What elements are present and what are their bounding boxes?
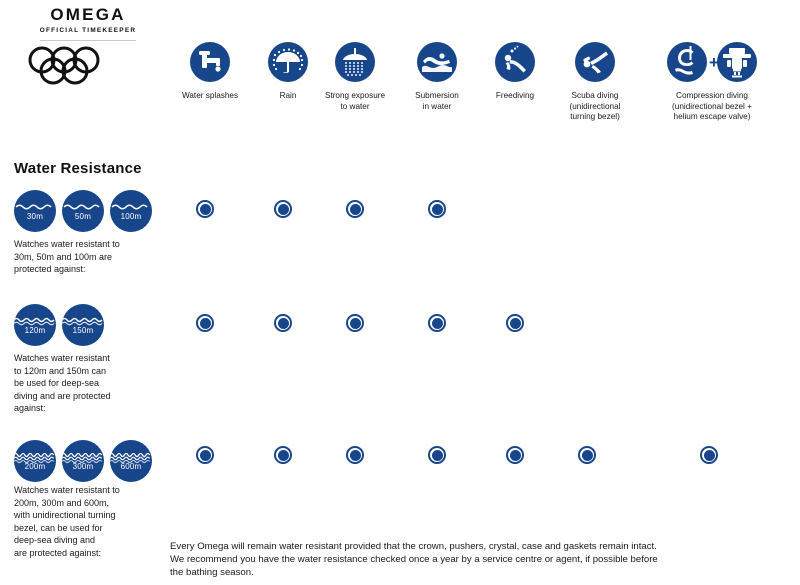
brand-divider [40, 39, 136, 41]
faucet-icon [178, 40, 242, 84]
depth-badge: 150m [62, 304, 104, 346]
support-dot [274, 200, 292, 218]
depth-value: 200m [24, 462, 46, 471]
support-dot [346, 446, 364, 464]
depth-badge: 120m [14, 304, 56, 346]
depth-badge: 100m [110, 190, 152, 232]
depth-badge: 50m [62, 190, 104, 232]
badge-group: 120m 150m [14, 304, 104, 346]
activity-label: Scuba diving (unidirectional turning bez… [569, 91, 621, 121]
badge-group: 200m 300m 600m [14, 440, 152, 482]
scuba-diver-icon [556, 40, 634, 84]
support-dot [700, 446, 718, 464]
diving-helmet-plus-chamber-icon: + [650, 40, 774, 84]
activity-label: Freediving [495, 91, 535, 100]
support-dot [346, 200, 364, 218]
depth-badge: 300m [62, 440, 104, 482]
depth-badge: 30m [14, 190, 56, 232]
depth-badge: 200m [14, 440, 56, 482]
support-dot [506, 446, 524, 464]
badge-group: 30m 50m 100m [14, 190, 152, 232]
support-dot [196, 446, 214, 464]
row-description: Watches water resistant to 120m and 150m… [14, 353, 111, 414]
support-dot [346, 314, 364, 332]
depth-badge: 600m [110, 440, 152, 482]
support-dot [196, 314, 214, 332]
footer-note: Every Omega will remain water resistant … [170, 541, 658, 579]
brand-subtitle: OFFICIAL TIMEKEEPER [39, 26, 137, 34]
activity-water-splashes: Water splashes [178, 40, 242, 102]
freediver-icon [483, 40, 547, 84]
depth-value: 150m [72, 326, 94, 335]
support-dot [578, 446, 596, 464]
row-description: Watches water resistant to 200m, 300m an… [14, 485, 120, 558]
depth-value: 600m [120, 462, 142, 471]
activity-header: Water splashes [0, 40, 800, 150]
activity-submersion: Submersion in water [405, 40, 469, 112]
shower-head-icon [322, 40, 388, 84]
brand-name: OMEGA [50, 5, 126, 24]
depth-value: 300m [72, 462, 94, 471]
support-dot [428, 200, 446, 218]
activity-scuba-diving: Scuba diving (unidirectional turning bez… [556, 40, 634, 123]
brand-block: OMEGA OFFICIAL TIMEKEEPER [28, 6, 148, 41]
depth-value: 100m [120, 212, 142, 221]
activity-rain: Rain [256, 40, 320, 102]
support-dot [428, 314, 446, 332]
swimmer-icon [405, 40, 469, 84]
activity-strong-exposure: Strong exposure to water [322, 40, 388, 112]
depth-value: 30m [26, 212, 44, 221]
support-dot [506, 314, 524, 332]
support-dot [196, 200, 214, 218]
umbrella-rain-icon [256, 40, 320, 84]
activity-label: Water splashes [181, 91, 239, 100]
depth-value: 50m [74, 212, 92, 221]
activity-label: Strong exposure to water [324, 91, 386, 111]
olympic-rings-icon [26, 46, 124, 91]
support-dot [274, 314, 292, 332]
activity-label: Submersion in water [415, 91, 459, 111]
depth-value: 120m [24, 326, 46, 335]
activity-freediving: Freediving [483, 40, 547, 102]
activity-label: Rain [279, 91, 297, 100]
svg-text:+: + [709, 53, 719, 72]
support-dot [428, 446, 446, 464]
row-description: Watches water resistant to 30m, 50m and … [14, 239, 120, 275]
support-dot [274, 446, 292, 464]
activity-compression-diving: + Compression diving (unidir [650, 40, 774, 123]
page-title: Water Resistance [14, 160, 142, 177]
activity-label: Compression diving (unidirectional bezel… [672, 91, 752, 121]
